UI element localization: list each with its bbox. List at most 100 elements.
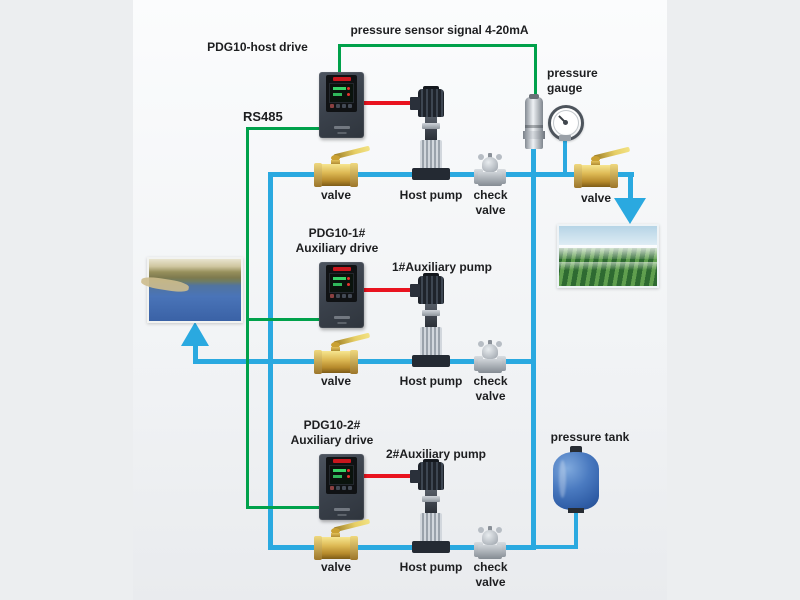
- valve-body: [574, 164, 618, 188]
- tank-cap: [570, 446, 582, 455]
- drive-display: [329, 273, 354, 293]
- lake-shoreline: [140, 275, 190, 294]
- drive-keypad: [330, 486, 352, 490]
- pump-motor-cap: [423, 459, 439, 464]
- wire-power-2: [362, 288, 412, 292]
- display-led: [347, 475, 350, 478]
- check-valve-base: [478, 359, 502, 373]
- check-valve-dome: [482, 530, 498, 545]
- drive-keypad: [330, 104, 352, 108]
- row2-pump-label: Host pump: [399, 374, 463, 388]
- pipe-tank-drop: [574, 506, 578, 548]
- valve-ball-joint: [331, 342, 340, 348]
- pump-base: [412, 355, 450, 367]
- wire-power-1: [362, 101, 412, 105]
- pump-coupling: [422, 123, 440, 129]
- drive-keypad: [330, 294, 352, 298]
- sensor-signal-label: pressure sensor signal 4-20mA: [350, 23, 529, 37]
- check-valve-stud: [488, 340, 492, 345]
- pump-motor-cap: [423, 86, 439, 91]
- host-drive-unit: [319, 72, 364, 138]
- drive-logo: [333, 126, 350, 129]
- row2-valve-label: valve: [320, 374, 352, 388]
- wire-sensor-signal-left-drop: [338, 44, 341, 74]
- drive-logo-text: [337, 514, 346, 516]
- aux1-drive-unit: [319, 262, 364, 328]
- drive-logo-text: [337, 132, 346, 134]
- valve-end: [574, 164, 582, 188]
- tank-highlight: [559, 460, 566, 498]
- flow-arrow-down-icon: [614, 198, 646, 224]
- valve-body: [314, 536, 358, 560]
- sensor-ring: [525, 125, 543, 128]
- drive-front-panel: [326, 457, 357, 494]
- row2-check-valve-label: check valve: [473, 374, 508, 403]
- pressure-gauge-label: pressure gauge: [547, 66, 598, 95]
- wire-sensor-signal-right-drop: [534, 44, 537, 100]
- irrigation-field-photo: [557, 224, 659, 288]
- ball-valve-row3: [314, 515, 386, 560]
- gauge-hub: [563, 120, 568, 125]
- valve-end: [350, 163, 358, 187]
- valve-ball-joint: [591, 156, 600, 162]
- valve-body: [314, 163, 358, 187]
- drive-front-panel: [326, 75, 357, 112]
- display-segment: [333, 469, 346, 472]
- check-valve-ear: [478, 341, 484, 347]
- ball-valve-row2: [314, 329, 386, 374]
- water-source-photo: [140, 257, 243, 323]
- ball-valve-outlet: [574, 143, 646, 188]
- pipe-tank-link: [534, 545, 578, 549]
- check-valve-ear: [478, 527, 484, 533]
- aux2-pump-title: 2#Auxiliary pump: [385, 447, 487, 461]
- check-valve-dome: [482, 157, 498, 172]
- sensor-hex-nut: [523, 131, 545, 139]
- right-margin: [667, 0, 800, 600]
- wire-rs485-branch-1: [246, 127, 321, 130]
- pump-stage-body: [420, 513, 442, 543]
- wire-rs485-branch-3: [246, 506, 321, 509]
- pump-base: [412, 541, 450, 553]
- valve-end: [314, 350, 322, 374]
- pump-stage-body: [420, 140, 442, 170]
- display-segment: [333, 283, 342, 286]
- valve-ball-joint: [331, 528, 340, 534]
- check-valve-base: [478, 172, 502, 186]
- pipe-row1: [268, 172, 634, 177]
- pump-base: [412, 168, 450, 180]
- drive-logo: [333, 508, 350, 511]
- aux1-pump-unit: [408, 273, 454, 369]
- check-valve-stud: [488, 526, 492, 531]
- check-valve-base: [478, 545, 502, 559]
- pump-junction-box: [410, 97, 420, 110]
- pump-stage-body: [420, 327, 442, 357]
- aux1-drive-label-line1: PDG10-1#: [308, 226, 366, 240]
- tank-body: [553, 452, 599, 510]
- aux1-pump-title: 1#Auxiliary pump: [391, 260, 493, 274]
- valve-neck: [331, 160, 340, 165]
- pump-coupling: [422, 310, 440, 316]
- pump-motor-cap: [423, 273, 439, 278]
- valve-end: [610, 164, 618, 188]
- pipe-discharge-manifold: [531, 148, 536, 550]
- check-valve-ear: [496, 154, 502, 160]
- valve-neck: [591, 161, 600, 166]
- pump-motor: [418, 462, 444, 490]
- row1-pump-label: Host pump: [399, 188, 463, 202]
- gauge-connector: [559, 135, 571, 141]
- pipe-gauge-stem: [563, 138, 567, 174]
- valve-ball-joint: [331, 155, 340, 161]
- field-sky: [559, 226, 657, 248]
- valve-neck: [331, 347, 340, 352]
- valve-end: [314, 163, 322, 187]
- display-segment: [333, 87, 346, 90]
- drive-logo-text: [337, 322, 346, 324]
- sensor-cap: [529, 94, 539, 99]
- drive-brand-badge: [332, 459, 351, 463]
- row3-pump-label: Host pump: [399, 560, 463, 574]
- drive-brand-badge: [332, 77, 351, 81]
- row1-check-valve-label: check valve: [473, 188, 508, 217]
- pressure-tank-label: pressure tank: [550, 430, 630, 444]
- host-drive-label: PDG10-host drive: [207, 40, 308, 54]
